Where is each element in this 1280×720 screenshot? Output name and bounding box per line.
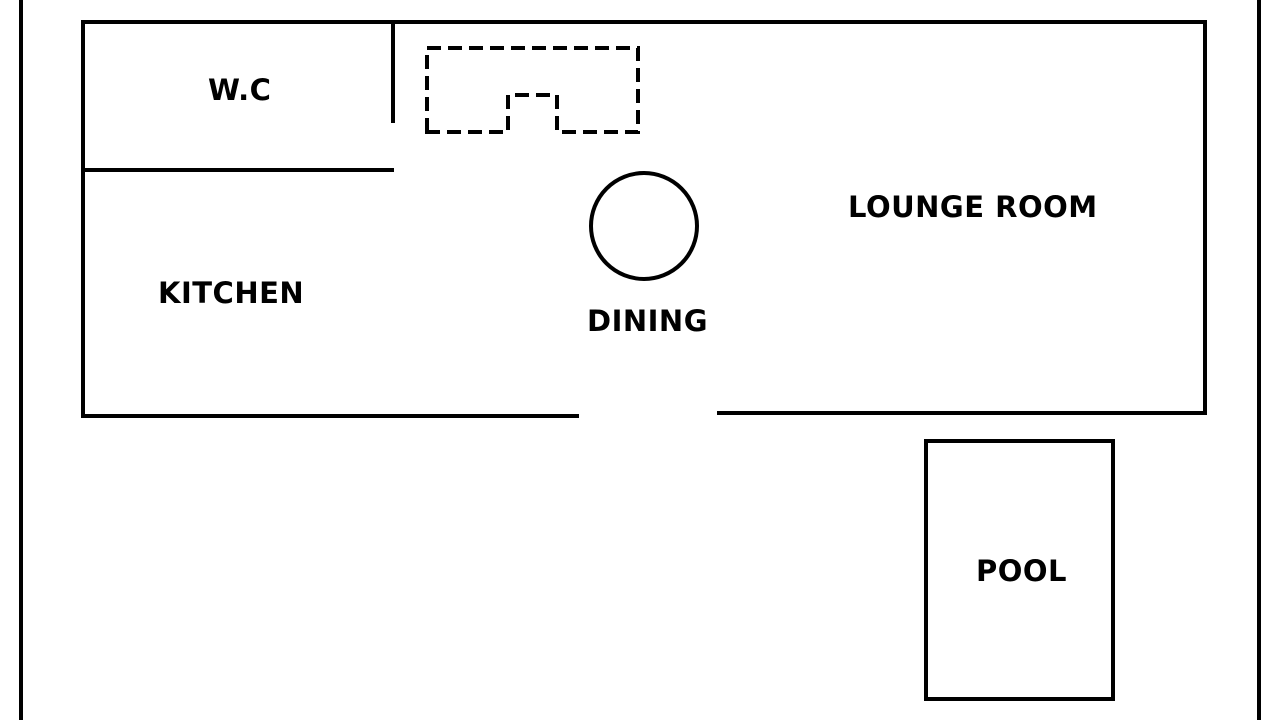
- dining-table-icon: [589, 171, 699, 281]
- room-label-pool: POOL: [976, 554, 1068, 588]
- property-boundary: [19, 0, 1261, 720]
- pool-outline: [924, 439, 1115, 701]
- room-label-wc: W.C: [208, 73, 272, 107]
- bench-dashed-outline: [425, 46, 640, 134]
- room-label-kitchen: KITCHEN: [158, 276, 305, 310]
- room-label-dining: DINING: [587, 304, 708, 338]
- room-label-lounge: LOUNGE ROOM: [848, 190, 1098, 224]
